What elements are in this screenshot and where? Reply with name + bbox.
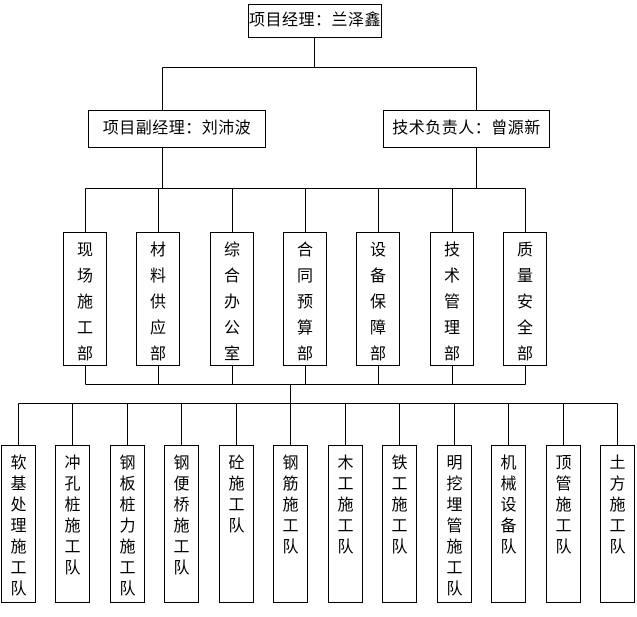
team-node-label: 钢板桩力施工队 xyxy=(119,455,136,598)
team-node-label: 软基处理施工队 xyxy=(10,455,27,598)
team-node-label: 机械设备队 xyxy=(500,455,517,556)
team-node-label: 木工施工队 xyxy=(337,455,354,556)
team-node: 顶管施工队 xyxy=(546,445,581,603)
node-technical-director: 技术负责人：曾源新 xyxy=(383,110,550,148)
team-node: 土方施工队 xyxy=(600,445,635,603)
team-node-label: 土方施工队 xyxy=(609,455,626,556)
team-node: 木工施工队 xyxy=(328,445,363,603)
dept-node: 合同预算部 xyxy=(283,232,327,366)
node-project-manager: 项目经理：兰泽鑫 xyxy=(248,4,382,38)
dept-node: 材料供应部 xyxy=(136,232,180,366)
team-node: 砼施工队 xyxy=(219,445,254,603)
dept-node-label: 材料供应部 xyxy=(149,242,166,363)
team-node: 冲孔桩施工队 xyxy=(55,445,90,603)
dept-node: 技术管理部 xyxy=(430,232,474,366)
team-node-label: 钢筋施工队 xyxy=(282,455,299,556)
team-node-label: 冲孔桩施工队 xyxy=(64,455,81,577)
team-node: 明挖埋管施工队 xyxy=(437,445,472,603)
team-node: 软基处理施工队 xyxy=(1,445,36,603)
team-node: 钢板桩力施工队 xyxy=(110,445,145,603)
team-node-label: 明挖埋管施工队 xyxy=(446,455,463,598)
team-node-label: 砼施工队 xyxy=(228,455,245,535)
team-node-label: 钢便桥施工队 xyxy=(173,455,190,577)
dept-node-label: 设备保障部 xyxy=(369,242,386,363)
team-node-label: 铁工施工队 xyxy=(391,455,408,556)
dept-node-label: 综合办公室 xyxy=(223,242,240,363)
dept-node-label: 质量安全部 xyxy=(516,242,533,363)
dept-node: 质量安全部 xyxy=(503,232,547,366)
team-node: 机械设备队 xyxy=(491,445,526,603)
team-node: 钢便桥施工队 xyxy=(164,445,199,603)
dept-node-label: 技术管理部 xyxy=(443,242,460,363)
dept-node: 综合办公室 xyxy=(210,232,254,366)
team-node-label: 顶管施工队 xyxy=(555,455,572,556)
dept-node-label: 现场施工部 xyxy=(76,242,93,363)
dept-node: 现场施工部 xyxy=(63,232,107,366)
dept-node-label: 合同预算部 xyxy=(296,242,313,363)
node-deputy-project-manager: 项目副经理：刘沛波 xyxy=(88,110,266,148)
node-project-manager-label: 项目经理：兰泽鑫 xyxy=(249,12,382,29)
node-technical-director-label: 技术负责人：曾源新 xyxy=(392,120,541,137)
team-node: 铁工施工队 xyxy=(382,445,417,603)
team-node: 钢筋施工队 xyxy=(273,445,308,603)
dept-node: 设备保障部 xyxy=(356,232,400,366)
node-deputy-project-manager-label: 项目副经理：刘沛波 xyxy=(102,120,252,137)
